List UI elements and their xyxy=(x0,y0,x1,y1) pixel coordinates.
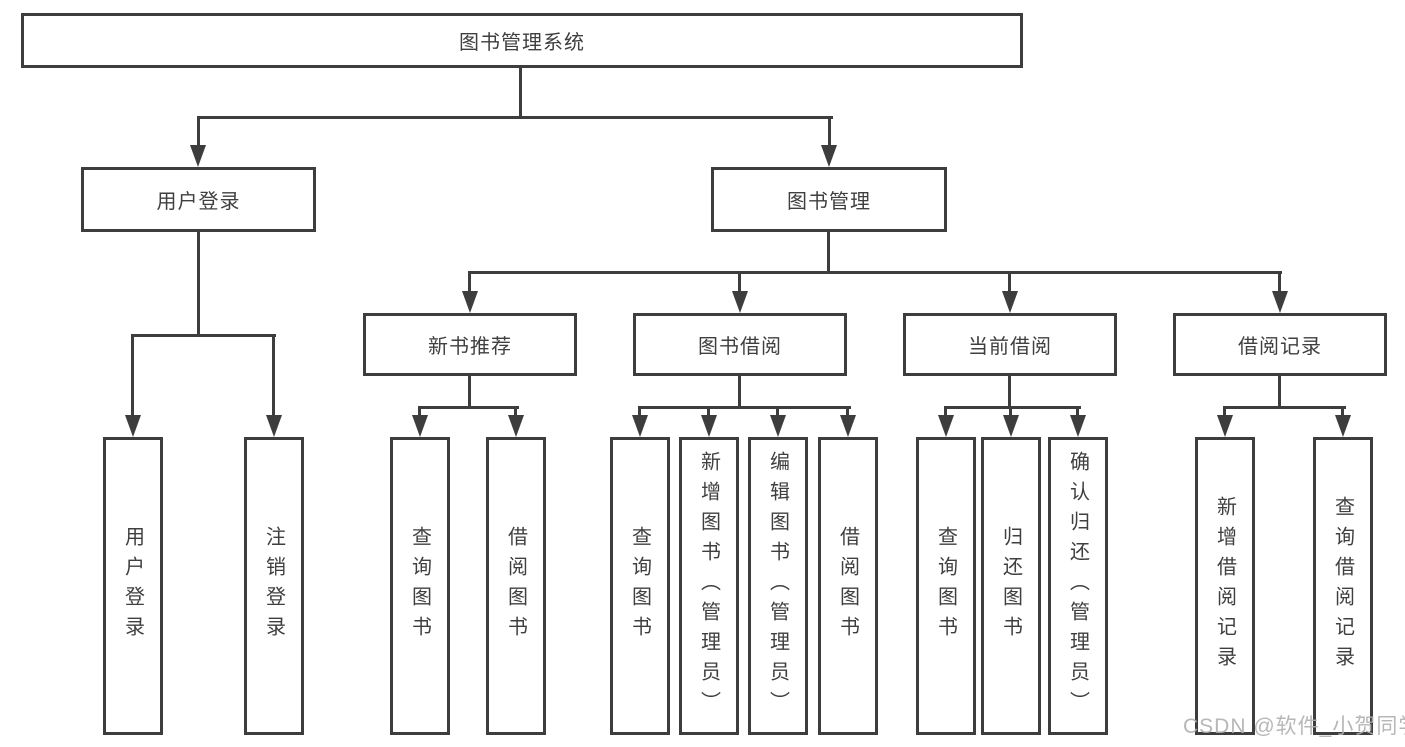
leaf-query-book: 查询图书 xyxy=(610,437,670,735)
connector-drop xyxy=(272,334,275,418)
leaf-add-book-admin: 新增图书（管理员） xyxy=(679,437,739,735)
arrow-down-icon xyxy=(1002,291,1018,313)
node-label: 用户登录 xyxy=(121,526,144,646)
node-label: 借阅记录 xyxy=(1238,336,1322,358)
connector-drop xyxy=(944,406,947,420)
connector-drop xyxy=(776,406,779,420)
connector-drop xyxy=(707,406,710,420)
arrow-down-icon xyxy=(190,145,206,167)
node-user-login: 用户登录 xyxy=(81,167,316,232)
arrow-down-icon xyxy=(1217,415,1233,437)
leaf-query-book: 查询图书 xyxy=(916,437,976,735)
node-label: 用户登录 xyxy=(156,191,241,213)
node-label: 编辑图书（管理员） xyxy=(766,451,789,721)
connector-stem xyxy=(468,376,471,409)
connector-drop xyxy=(514,406,517,420)
leaf-edit-book-admin: 编辑图书（管理员） xyxy=(748,437,808,735)
node-label: 查询图书 xyxy=(628,526,651,646)
arrow-down-icon xyxy=(1272,291,1288,313)
node-label: 图书借阅 xyxy=(698,336,782,358)
connector-drop xyxy=(418,406,421,420)
connector-drop xyxy=(638,406,641,420)
arrow-down-icon xyxy=(508,415,524,437)
node-book-management: 图书管理 xyxy=(711,167,947,232)
arrow-down-icon xyxy=(840,415,856,437)
node-label: 图书管理 xyxy=(787,191,871,213)
leaf-query-borrow-record: 查询借阅记录 xyxy=(1313,437,1373,735)
arrow-down-icon xyxy=(125,415,141,437)
connector-root-bracket xyxy=(197,116,833,119)
arrow-down-icon xyxy=(1070,415,1086,437)
node-borrow-records: 借阅记录 xyxy=(1173,313,1387,376)
leaf-logout: 注销登录 xyxy=(244,437,304,735)
arrow-down-icon xyxy=(412,415,428,437)
node-label: 查询借阅记录 xyxy=(1331,496,1354,676)
node-label: 借阅图书 xyxy=(504,526,527,646)
node-label: 查询图书 xyxy=(408,526,431,646)
arrow-down-icon xyxy=(821,145,837,167)
node-label: 新增借阅记录 xyxy=(1213,496,1236,676)
leaf-add-borrow-record: 新增借阅记录 xyxy=(1195,437,1255,735)
connector-drop xyxy=(1008,271,1011,296)
node-label: 新书推荐 xyxy=(428,336,512,358)
connector-bookmgmt-bracket xyxy=(468,271,1282,274)
connector-bracket xyxy=(944,406,1081,409)
connector-userlogin-stem xyxy=(197,232,200,335)
node-new-book-recommend: 新书推荐 xyxy=(363,313,577,376)
connector-drop xyxy=(1341,406,1344,420)
leaf-return-book: 归还图书 xyxy=(981,437,1041,735)
arrow-down-icon xyxy=(938,415,954,437)
node-book-borrow: 图书借阅 xyxy=(633,313,847,376)
leaf-confirm-return-admin: 确认归还（管理员） xyxy=(1048,437,1108,735)
node-label: 当前借阅 xyxy=(968,336,1052,358)
csdn-watermark: CSDN @软件_小贺同学 xyxy=(1183,715,1405,738)
connector-drop xyxy=(828,116,831,148)
arrow-down-icon xyxy=(266,415,282,437)
arrow-down-icon xyxy=(1003,415,1019,437)
node-root-library-system: 图书管理系统 xyxy=(21,13,1023,68)
connector-drop xyxy=(738,271,741,296)
connector-drop xyxy=(468,271,471,296)
leaf-borrow-book: 借阅图书 xyxy=(486,437,546,735)
arrow-down-icon xyxy=(770,415,786,437)
node-label: 注销登录 xyxy=(262,526,285,646)
connector-bracket xyxy=(1223,406,1346,409)
connector-bracket xyxy=(418,406,519,409)
node-label: 确认归还（管理员） xyxy=(1066,451,1089,721)
connector-stem xyxy=(738,376,741,409)
arrow-down-icon xyxy=(632,415,648,437)
arrow-down-icon xyxy=(1335,415,1351,437)
node-label: 查询图书 xyxy=(934,526,957,646)
arrow-down-icon xyxy=(732,291,748,313)
arrow-down-icon xyxy=(701,415,717,437)
node-current-borrow: 当前借阅 xyxy=(903,313,1117,376)
arrow-down-icon xyxy=(462,291,478,313)
connector-userlogin-bracket xyxy=(131,334,276,337)
leaf-user-login: 用户登录 xyxy=(103,437,163,735)
leaf-borrow-book: 借阅图书 xyxy=(818,437,878,735)
leaf-query-book: 查询图书 xyxy=(390,437,450,735)
connector-drop xyxy=(1278,271,1281,296)
node-label: 图书管理系统 xyxy=(459,32,585,54)
connector-drop xyxy=(1076,406,1079,420)
connector-drop xyxy=(846,406,849,420)
connector-stem xyxy=(1008,376,1011,409)
connector-stem xyxy=(1278,376,1281,408)
connector-bookmgmt-stem xyxy=(827,232,830,274)
node-label: 借阅图书 xyxy=(836,526,859,646)
connector-drop xyxy=(1223,406,1226,420)
connector-drop xyxy=(197,116,200,148)
connector-root-stem xyxy=(519,68,522,118)
node-label: 归还图书 xyxy=(999,526,1022,646)
connector-bracket xyxy=(638,406,851,409)
node-label: 新增图书（管理员） xyxy=(697,451,720,721)
connector-drop xyxy=(1009,406,1012,420)
connector-drop xyxy=(131,334,134,418)
